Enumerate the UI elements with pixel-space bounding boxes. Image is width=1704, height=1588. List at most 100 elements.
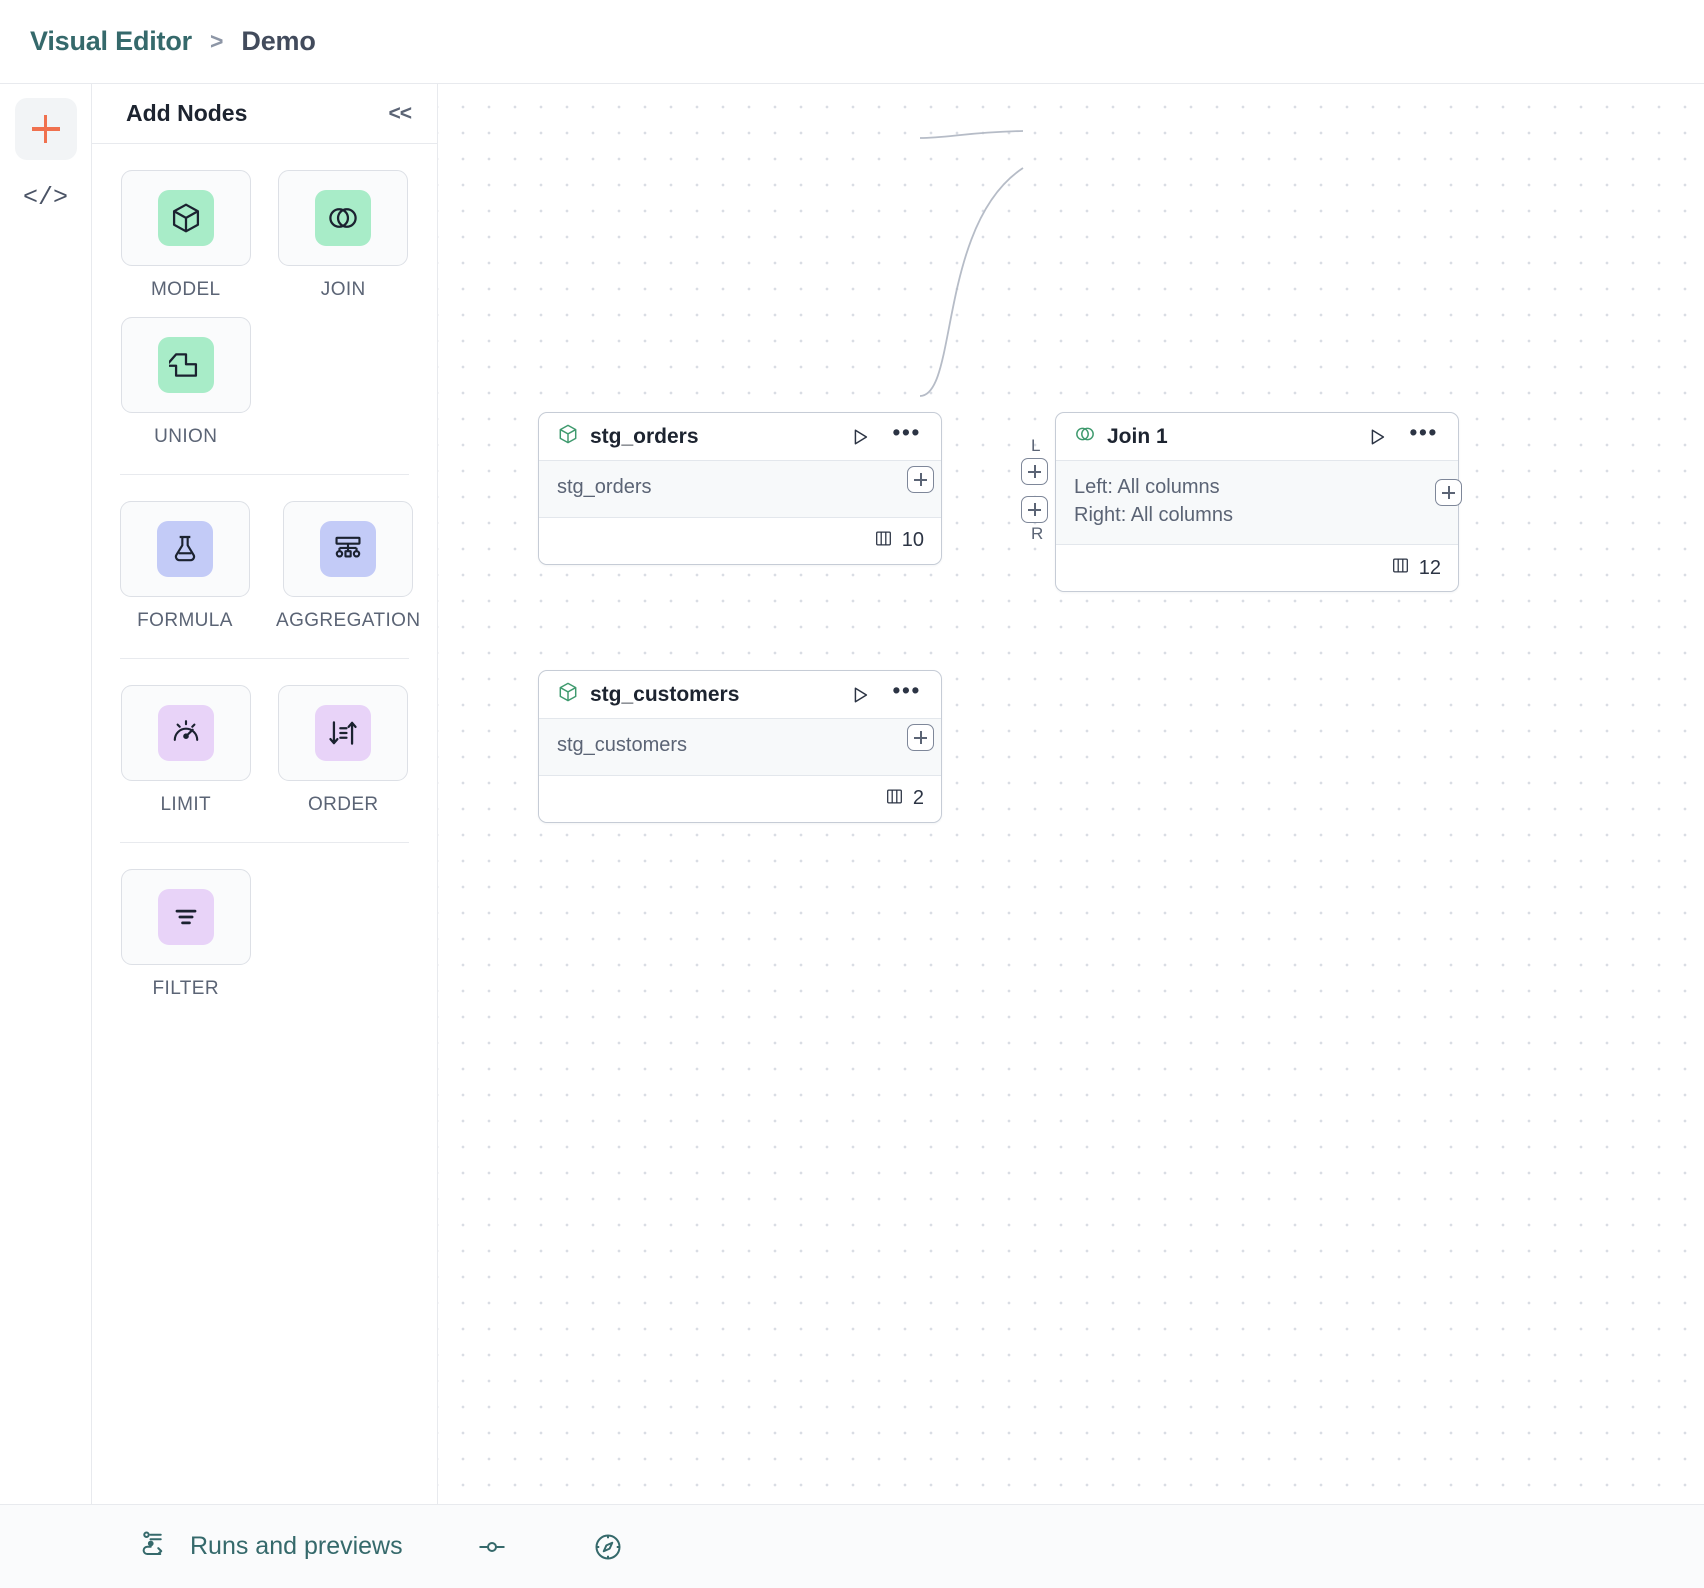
palette-label: FORMULA <box>137 610 233 631</box>
add-node-rail-button[interactable] <box>14 98 77 160</box>
flow-node-stg-customers[interactable]: stg_customers ••• stg_customers <box>538 670 942 823</box>
node-body: stg_customers <box>539 718 941 776</box>
columns-icon <box>874 529 893 553</box>
node-menu-button[interactable]: ••• <box>1409 419 1438 445</box>
columns-icon <box>885 787 904 811</box>
node-title: stg_customers <box>590 682 740 706</box>
node-title: stg_orders <box>590 424 699 448</box>
node-footer: 2 <box>539 775 941 822</box>
run-node-button[interactable] <box>845 684 875 706</box>
palette-tile <box>120 501 250 597</box>
run-node-button[interactable] <box>845 426 875 448</box>
join-output-port[interactable] <box>1435 479 1462 506</box>
cube-icon <box>557 423 579 450</box>
palette-divider <box>120 474 409 475</box>
code-view-rail-button[interactable]: </> <box>15 166 77 228</box>
venn-icon <box>1074 423 1096 450</box>
palette-group-filter: FILTER <box>120 869 409 1000</box>
node-body-line-right: Right: All columns <box>1074 503 1233 526</box>
runs-and-previews-label: Runs and previews <box>190 1532 403 1560</box>
join-left-input-port[interactable] <box>1021 458 1048 485</box>
palette-label: ORDER <box>307 794 379 815</box>
join-left-port-label: L <box>1031 436 1041 455</box>
palette-group-transforms: FORMULA <box>120 501 420 632</box>
palette-tile <box>278 685 409 781</box>
palette-item-aggregation[interactable]: AGGREGATION <box>276 501 420 632</box>
palette-item-join[interactable]: JOIN <box>278 170 410 301</box>
palette-label: AGGREGATION <box>276 610 421 631</box>
palette-item-model[interactable]: MODEL <box>120 170 252 301</box>
palette-tile <box>278 170 409 266</box>
flow-node-join-1[interactable]: Join 1 ••• Left: All columns Right: All … <box>1055 412 1459 593</box>
palette-item-limit[interactable]: LIMIT <box>120 685 252 816</box>
flow-node-stg-orders[interactable]: stg_orders ••• stg_orders 10 <box>538 412 942 565</box>
column-count: 2 <box>912 787 924 810</box>
code-icon: </> <box>22 182 68 212</box>
venn-icon <box>315 190 372 246</box>
flow-runs-icon <box>140 1529 170 1564</box>
flow-canvas[interactable]: stg_orders ••• stg_orders 10 <box>438 84 1704 1504</box>
join-right-port-label: R <box>1031 524 1044 543</box>
node-body-line: stg_orders <box>557 476 652 498</box>
breadcrumb-separator: > <box>209 28 224 54</box>
palette-tile <box>120 170 251 266</box>
palette-label: MODEL <box>150 279 221 300</box>
edge-customers-to-join-right <box>919 167 1024 397</box>
runs-and-previews-button[interactable]: Runs and previews <box>140 1529 403 1564</box>
palette-divider <box>120 658 409 659</box>
breadcrumb-root-link[interactable]: Visual Editor <box>30 26 192 56</box>
palette-group-sources: MODEL JOIN <box>120 170 409 448</box>
compass-icon[interactable] <box>593 1532 623 1562</box>
plus-icon <box>31 115 60 143</box>
node-footer: 10 <box>539 517 941 564</box>
stg-orders-output-port[interactable] <box>907 466 934 493</box>
edge-layer <box>919 130 1024 397</box>
palette-tile <box>120 685 251 781</box>
palette-group-limit-order: LIMIT ORDER <box>120 685 409 816</box>
stg-customers-output-port[interactable] <box>907 724 934 751</box>
breadcrumb-current: Demo <box>241 26 316 56</box>
node-body-line-left: Left: All columns <box>1074 476 1220 498</box>
breadcrumb-bar: Visual Editor > Demo <box>0 0 1704 84</box>
aggregation-tree-icon <box>320 521 377 577</box>
union-shapes-icon <box>157 337 214 393</box>
node-menu-button[interactable]: ••• <box>892 419 921 445</box>
palette-item-filter[interactable]: FILTER <box>120 869 252 1000</box>
left-icon-rail: </> <box>0 84 92 1504</box>
palette-tile <box>120 317 251 413</box>
node-footer: 12 <box>1056 545 1458 592</box>
sort-icon <box>315 705 372 761</box>
palette-label: JOIN <box>320 279 366 300</box>
palette-divider <box>120 842 409 843</box>
palette-tile <box>283 501 414 597</box>
editor-shell: </> Add Nodes << <box>0 84 1704 1504</box>
slider-toggle-icon[interactable] <box>477 1532 507 1562</box>
node-header: stg_orders ••• <box>539 413 941 460</box>
edge-orders-to-join-left <box>919 130 1024 139</box>
panel-title: Add Nodes <box>126 100 248 126</box>
node-body: stg_orders <box>539 460 941 518</box>
palette-tile <box>120 869 251 965</box>
palette-item-order[interactable]: ORDER <box>278 685 410 816</box>
node-header: stg_customers ••• <box>539 671 941 718</box>
column-count: 12 <box>1418 556 1441 579</box>
run-node-button[interactable] <box>1362 426 1392 448</box>
add-nodes-panel: Add Nodes << MODEL <box>92 84 438 1504</box>
add-nodes-panel-body: MODEL JOIN <box>92 144 437 1504</box>
palette-label: UNION <box>154 426 218 447</box>
palette-label: LIMIT <box>160 794 212 815</box>
palette-item-union[interactable]: UNION <box>120 317 252 448</box>
bottom-status-bar: Runs and previews <box>0 1504 1704 1588</box>
join-right-input-port[interactable] <box>1021 496 1048 523</box>
node-body: Left: All columns Right: All columns <box>1056 460 1458 546</box>
cube-icon <box>557 681 579 708</box>
node-title: Join 1 <box>1107 424 1168 448</box>
collapse-panel-button[interactable]: << <box>388 101 412 125</box>
palette-item-formula[interactable]: FORMULA <box>120 501 250 632</box>
cube-icon <box>157 190 214 246</box>
palette-label: FILTER <box>152 978 219 999</box>
node-menu-button[interactable]: ••• <box>892 677 921 703</box>
node-header: Join 1 ••• <box>1056 413 1458 460</box>
gauge-icon <box>157 705 214 761</box>
node-body-line: stg_customers <box>557 734 688 756</box>
